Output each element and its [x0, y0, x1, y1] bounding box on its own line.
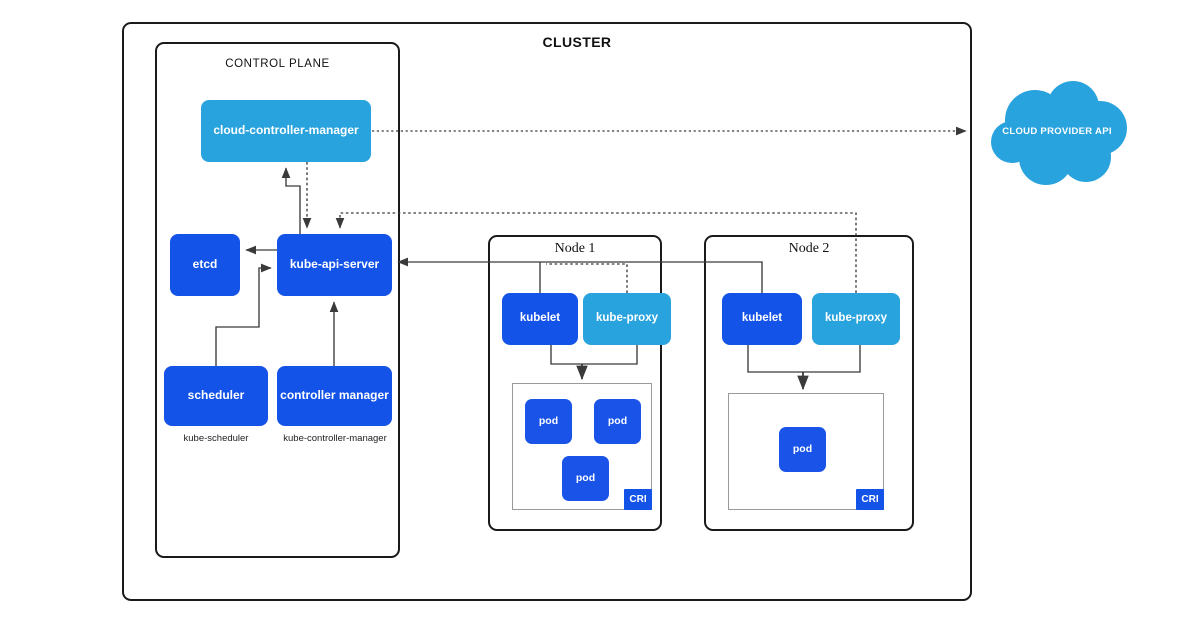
node-1-pod-2[interactable]: pod: [594, 399, 641, 444]
scheduler-box[interactable]: scheduler: [164, 366, 268, 426]
kube-api-server-box[interactable]: kube-api-server: [277, 234, 392, 296]
cloud-controller-manager-box[interactable]: cloud-controller-manager: [201, 100, 371, 162]
control-plane-title: CONTROL PLANE: [225, 58, 330, 70]
node-2-cri-badge: CRI: [856, 489, 884, 510]
node-2-title: Node 2: [788, 241, 830, 256]
controller-manager-sublabel: kube-controller-manager: [283, 432, 387, 444]
etcd-box[interactable]: etcd: [170, 234, 240, 296]
cluster-title: CLUSTER: [542, 34, 612, 50]
node-1-title: Node 1: [554, 241, 596, 256]
node-2-kubelet-box[interactable]: kubelet: [722, 293, 802, 345]
node-1-pod-1[interactable]: pod: [525, 399, 572, 444]
node-2-pod-1[interactable]: pod: [779, 427, 826, 472]
node-1-kubelet-box[interactable]: kubelet: [502, 293, 578, 345]
node-2-kube-proxy-box[interactable]: kube-proxy: [812, 293, 900, 345]
controller-manager-box[interactable]: controller manager: [277, 366, 392, 426]
node-1-kube-proxy-box[interactable]: kube-proxy: [583, 293, 671, 345]
cloud-provider-api-label: CLOUD PROVIDER API: [1002, 126, 1112, 137]
scheduler-sublabel: kube-scheduler: [183, 432, 249, 444]
node-1-cri-badge: CRI: [624, 489, 652, 510]
node-1-pod-3[interactable]: pod: [562, 456, 609, 501]
